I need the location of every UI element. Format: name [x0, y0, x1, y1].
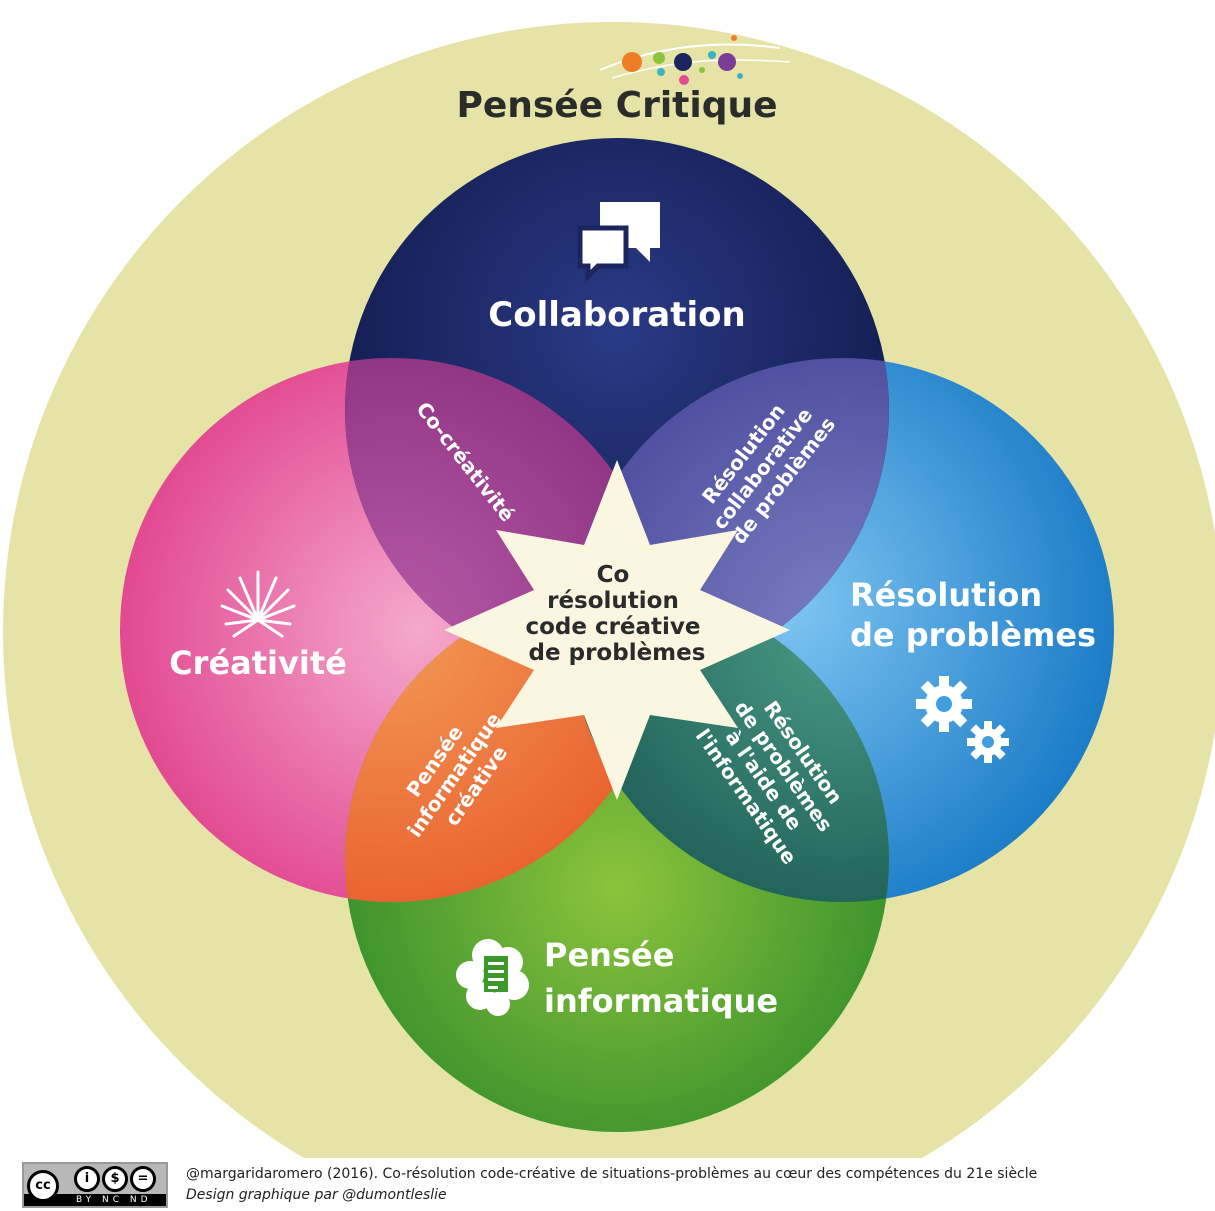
resolution-line1: Résolution	[850, 576, 1042, 614]
credit: @margaridaromero (2016). Co-résolution c…	[186, 1164, 1037, 1206]
starburst-icon	[220, 570, 296, 638]
nd-icon: =	[130, 1166, 156, 1192]
pensee-line1: Pensée	[544, 936, 674, 974]
design-credit-line: Design graphique par @dumontleslie	[186, 1187, 447, 1203]
brain-document-icon	[456, 939, 529, 1016]
center-line1: Co	[597, 562, 630, 588]
cc-license-badge[interactable]: cc i $ = BY NC ND	[22, 1162, 168, 1208]
pensee-informatique-label: Pensée informatique	[544, 936, 778, 1020]
nc-icon: $	[102, 1166, 128, 1192]
outer-title: Pensée Critique	[456, 85, 777, 126]
credit-line: @margaridaromero (2016). Co-résolution c…	[186, 1166, 1038, 1182]
cc-icon: cc	[27, 1170, 59, 1202]
creativite-label: Créativité	[169, 644, 347, 682]
by-icon: i	[74, 1166, 100, 1192]
center-star	[444, 460, 790, 800]
center-label: Co résolution code créative de problèmes	[525, 562, 708, 666]
resolution-line2: de problèmes	[850, 616, 1096, 654]
center-line3: code créative	[525, 614, 700, 640]
center-line4: de problèmes	[529, 640, 706, 666]
resolution-label: Résolution de problèmes	[850, 576, 1096, 654]
pensee-line2: informatique	[544, 982, 778, 1020]
center-line2: résolution	[547, 588, 679, 614]
gears-icon	[916, 676, 1009, 763]
chat-bubbles-icon	[577, 202, 660, 283]
dots-logo-icon	[599, 35, 791, 85]
collaboration-label: Collaboration	[488, 295, 745, 335]
footer: cc i $ = BY NC ND @margaridaromero (2016…	[0, 1158, 1215, 1211]
cc-badge-text: BY NC ND	[76, 1195, 152, 1205]
diagram: Pensée Critique Collaboration Créativité…	[3, 22, 1215, 1158]
